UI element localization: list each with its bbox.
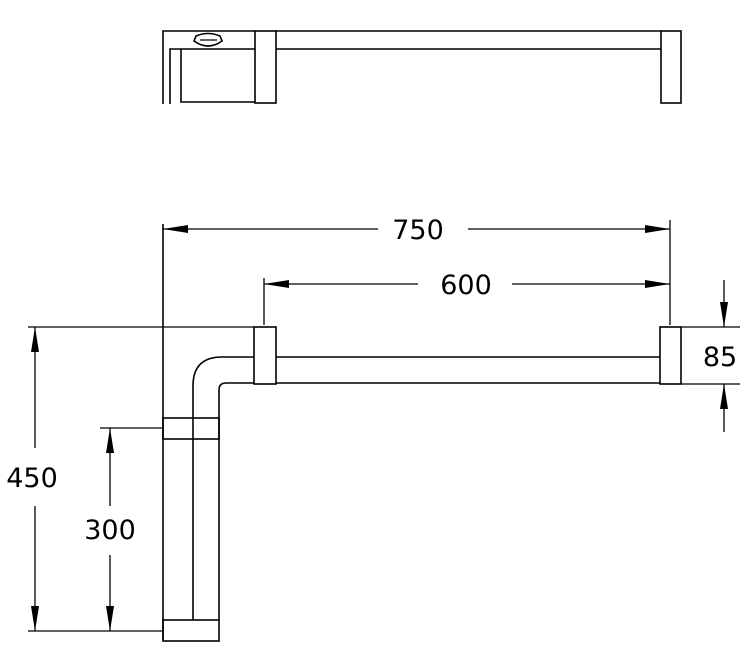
dim-300-label: 300 [84,515,136,546]
dim-600-arrow-left [264,280,289,288]
top-view-cover-cap [193,32,223,47]
dim-300-arrow-bottom [106,606,114,631]
dim-600-label: 600 [440,270,492,301]
dim-bar-projection: 85 [681,280,740,432]
dimensions: 750 600 85 450 [6,215,740,632]
dim-750-label: 750 [392,215,444,246]
dim-750-arrow-left [163,225,188,233]
dim-overall-height: 450 [6,326,254,632]
dim-85-label: 85 [703,342,737,373]
front-view-middle-mount [162,417,220,440]
dim-450-label: 450 [6,463,58,494]
dim-lower-height: 300 [84,427,163,631]
top-view [162,30,682,104]
front-view-elbow-inner [218,382,254,620]
dim-300-arrow-top [106,428,114,453]
dim-600-arrow-right [645,280,670,288]
dim-85-arrow-bottom [720,384,728,409]
front-view [162,224,682,642]
front-view-top-left-flange [253,326,277,385]
dim-bar-length: 600 [263,270,670,325]
dim-85-arrow-top [720,302,728,327]
dim-450-arrow-bottom [31,606,39,631]
front-view-elbow-outer [192,356,254,620]
dim-overall-width: 750 [163,215,671,325]
top-view-right-flange [660,30,682,104]
dim-450-arrow-top [31,327,39,352]
dim-750-arrow-right [645,225,670,233]
top-view-wall-bracket [162,30,255,104]
front-view-bottom-mount [162,619,220,642]
top-view-left-flange [254,30,277,104]
front-view-right-flange [659,326,682,385]
